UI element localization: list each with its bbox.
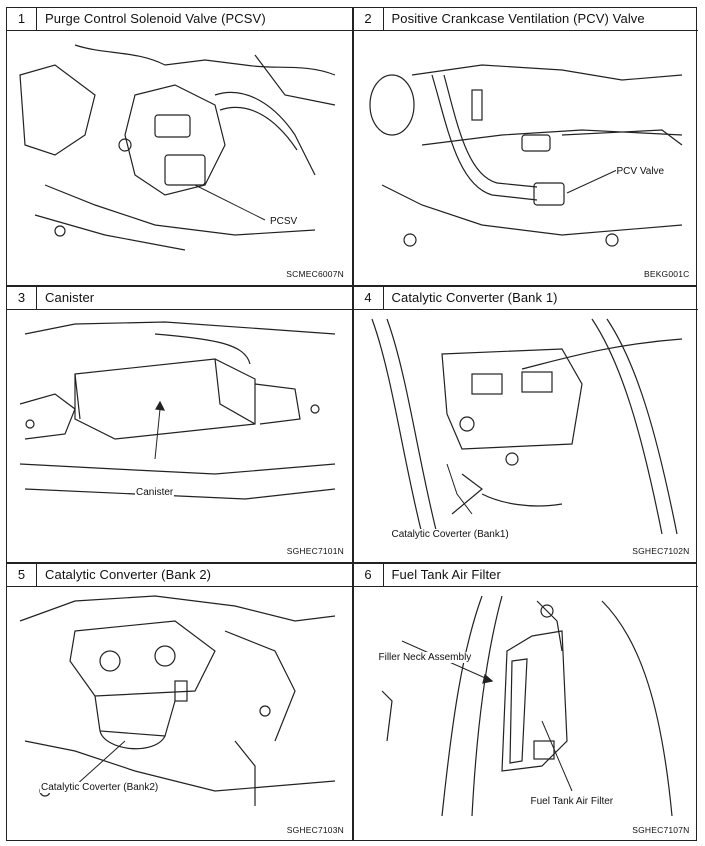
figure-code: SCMEC6007N bbox=[286, 269, 344, 279]
panel-title: Canister bbox=[45, 289, 95, 305]
figure-code: SGHEC7102N bbox=[632, 545, 690, 556]
panel-title: Purge Control Solenoid Valve (PCSV) bbox=[45, 11, 266, 26]
panel-fuel-tank-air-filter: 6 Fuel Tank Air Filter Filler Neck Assem… bbox=[353, 563, 698, 841]
row-divider bbox=[7, 562, 696, 564]
panel-title: Catalytic Converter (Bank 1) bbox=[391, 289, 558, 305]
panel-catalytic-bank1: 4 Catalytic Converter (Bank 1) Catalytic… bbox=[353, 286, 698, 562]
canister-illustration bbox=[15, 314, 344, 540]
panel-title: Fuel Tank Air Filter bbox=[391, 566, 501, 582]
figure-code: SGHEC7103N bbox=[286, 824, 344, 835]
panel-header: 4 Catalytic Converter (Bank 1) bbox=[353, 286, 698, 310]
callout-label: Catalytic Coverter (Bank1) bbox=[390, 528, 510, 540]
figure-code: BEKG001C bbox=[643, 269, 690, 279]
panel-header: 1 Purge Control Solenoid Valve (PCSV) bbox=[7, 8, 352, 31]
panel-canister: 3 Canister Canister SGHEC7101N bbox=[7, 286, 352, 562]
callout-label: PCSV bbox=[269, 216, 299, 227]
panel-header: 2 Positive Crankcase Ventilation (PCV) V… bbox=[353, 8, 698, 31]
panel-number: 4 bbox=[354, 286, 384, 309]
panel-header: 5 Catalytic Converter (Bank 2) bbox=[7, 563, 352, 587]
panel-header: 6 Fuel Tank Air Filter bbox=[353, 563, 698, 587]
panel-number: 3 bbox=[7, 286, 37, 309]
figure-code: SGHEC7107N bbox=[632, 824, 690, 835]
panel-number: 6 bbox=[354, 563, 384, 586]
panel-number: 1 bbox=[7, 8, 37, 30]
callout-label: Fuel Tank Air Filter bbox=[529, 795, 615, 807]
row-divider bbox=[7, 285, 696, 287]
pcsv-illustration bbox=[15, 35, 344, 263]
callout-label: PCV Valve bbox=[615, 166, 666, 177]
callout-label: Canister bbox=[135, 486, 175, 498]
fuel-tank-air-filter-illustration bbox=[362, 591, 690, 819]
catalytic-bank1-illustration bbox=[362, 314, 690, 540]
callout-label: Filler Neck Assembly bbox=[377, 651, 473, 663]
panel-header: 3 Canister bbox=[7, 286, 352, 310]
pcv-illustration bbox=[362, 35, 690, 263]
panel-title: Positive Crankcase Ventilation (PCV) Val… bbox=[391, 11, 645, 26]
panel-title: Catalytic Converter (Bank 2) bbox=[45, 566, 212, 582]
component-location-grid: 1 Purge Control Solenoid Valve (PCSV) PC… bbox=[6, 7, 698, 841]
panel-number: 2 bbox=[354, 8, 384, 30]
figure-code: SGHEC7101N bbox=[286, 545, 344, 556]
callout-label: Catalytic Coverter (Bank2) bbox=[40, 781, 160, 793]
panel-catalytic-bank2: 5 Catalytic Converter (Bank 2) Catalytic… bbox=[7, 563, 352, 841]
panel-number: 5 bbox=[7, 563, 37, 586]
panel-pcsv: 1 Purge Control Solenoid Valve (PCSV) PC… bbox=[7, 8, 352, 285]
column-divider bbox=[352, 8, 354, 840]
panel-pcv-valve: 2 Positive Crankcase Ventilation (PCV) V… bbox=[353, 8, 698, 285]
